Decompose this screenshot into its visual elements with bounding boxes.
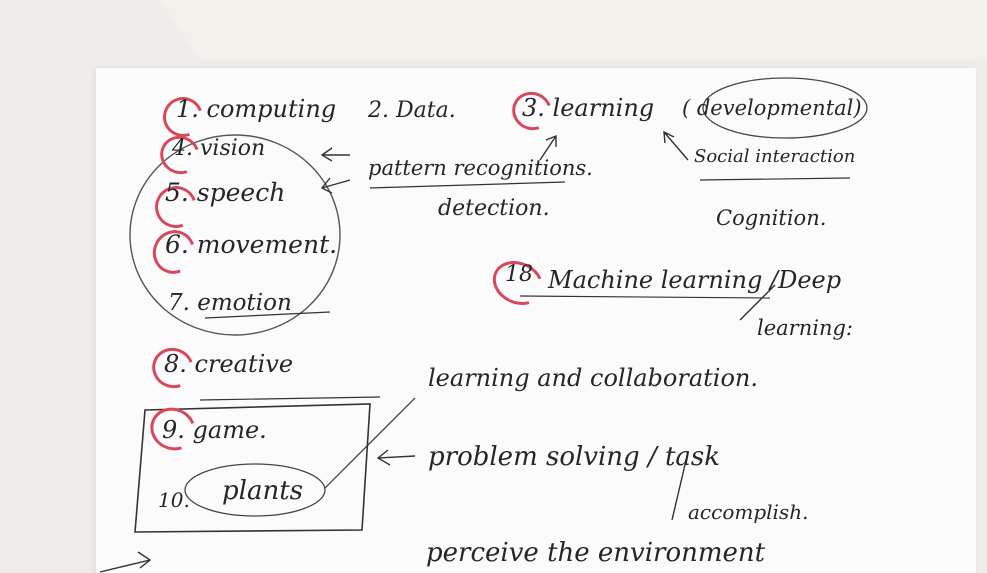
accomplish: accomplish. <box>688 500 809 524</box>
problem-solving: problem solving / task <box>428 442 721 472</box>
item-game: 9. game. <box>162 416 267 444</box>
learning-collaboration: learning and collaboration. <box>428 364 758 392</box>
item-developmental: ( developmental) <box>682 96 862 120</box>
item-data: 2. Data. <box>368 98 456 123</box>
machine-learning: Machine learning /Deep <box>548 266 842 294</box>
perceive-environment: perceive the environment <box>426 538 766 568</box>
item-speech: 5. speech <box>165 178 286 207</box>
box-9-10 <box>134 403 371 533</box>
item-emotion: 7. emotion <box>168 290 292 316</box>
arrow-problem <box>376 449 416 466</box>
item-10-number: 10. <box>158 488 190 512</box>
arrow-bottom <box>99 551 152 573</box>
arrow-vision <box>320 147 350 162</box>
item-plants: plants <box>222 476 303 506</box>
underline-pattern <box>369 181 566 189</box>
arrow-speech <box>320 177 351 194</box>
cognition: Cognition. <box>716 206 827 230</box>
developmental-circle <box>702 77 868 139</box>
arrow-learning-left <box>539 134 557 161</box>
social-interaction: Social interaction <box>694 146 856 167</box>
arrow-learning-right <box>663 130 689 161</box>
underline-machine <box>519 295 771 299</box>
underline-social <box>699 177 851 181</box>
line-plants-collab <box>324 397 416 489</box>
deep-learning: learning: <box>757 316 853 340</box>
underline-emotion <box>204 311 331 319</box>
group-circle-4-7 <box>129 134 341 336</box>
pattern-recognition: pattern recognitions. <box>368 156 593 180</box>
item-vision: 4. vision <box>172 136 266 161</box>
slash-task <box>671 451 689 521</box>
item-computing: 1. computing <box>176 95 337 123</box>
item-learning: 3. learning <box>522 94 655 122</box>
slash-deep <box>739 284 776 321</box>
detection: detection. <box>438 196 550 221</box>
plants-circle <box>184 463 326 517</box>
item-creative: 8. creative <box>164 350 294 378</box>
notebook-sheet <box>96 68 976 573</box>
item-18: 18 <box>505 262 533 287</box>
line-8-underline <box>199 396 381 401</box>
item-movement: 6. movement. <box>165 230 338 259</box>
